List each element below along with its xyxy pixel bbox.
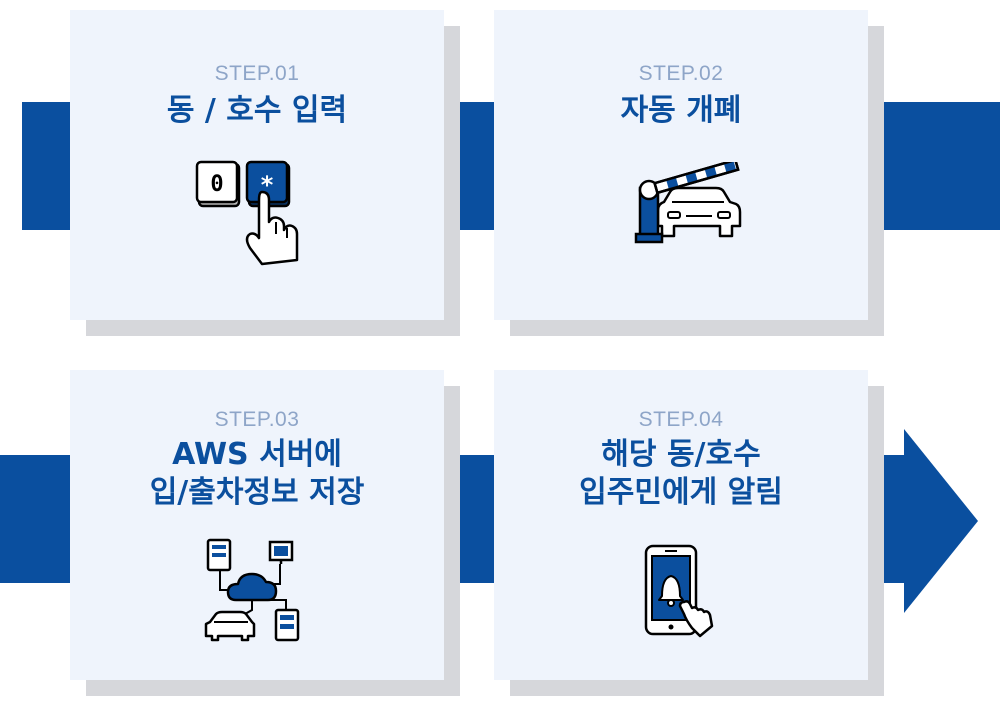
step-label: STEP.02 — [638, 62, 724, 85]
step-title: 해당 동/호수 입주민에게 알림 — [494, 436, 868, 512]
step-title-line: 입/출차정보 저장 — [149, 475, 365, 510]
step-card-1: STEP.01 동 / 호수 입력 0 * — [70, 10, 444, 320]
step-title-line: 입주민에게 알림 — [579, 475, 783, 510]
step-title: 동 / 호수 입력 — [70, 92, 444, 130]
step-label: STEP.04 — [638, 408, 724, 431]
key-zero-label: 0 — [210, 172, 223, 197]
step-title-line: 해당 동/호수 — [601, 437, 761, 472]
flow-band-row1-left — [22, 102, 72, 230]
keypad-press-icon: 0 * — [195, 160, 299, 266]
parking-barrier-icon — [634, 162, 742, 244]
step-title: AWS 서버에 입/출차정보 저장 — [70, 436, 444, 512]
flow-band-row2-left — [0, 455, 72, 583]
flow-band-row1-right — [864, 102, 1000, 230]
step-label: STEP.03 — [214, 408, 300, 431]
step-title: 자동 개폐 — [494, 92, 868, 130]
step-title-line: 자동 개폐 — [620, 93, 742, 128]
cloud-server-network-icon — [204, 538, 300, 642]
step-title-line: 동 / 호수 입력 — [166, 93, 348, 128]
step-label: STEP.01 — [214, 62, 300, 85]
phone-notification-icon — [644, 544, 714, 638]
flow-arrow-head — [904, 429, 978, 613]
step-card-3: STEP.03 AWS 서버에 입/출차정보 저장 — [70, 370, 444, 680]
step-title-line: AWS 서버에 — [172, 437, 342, 472]
step-card-2: STEP.02 자동 개폐 — [494, 10, 868, 320]
step-card-4: STEP.04 해당 동/호수 입주민에게 알림 — [494, 370, 868, 680]
